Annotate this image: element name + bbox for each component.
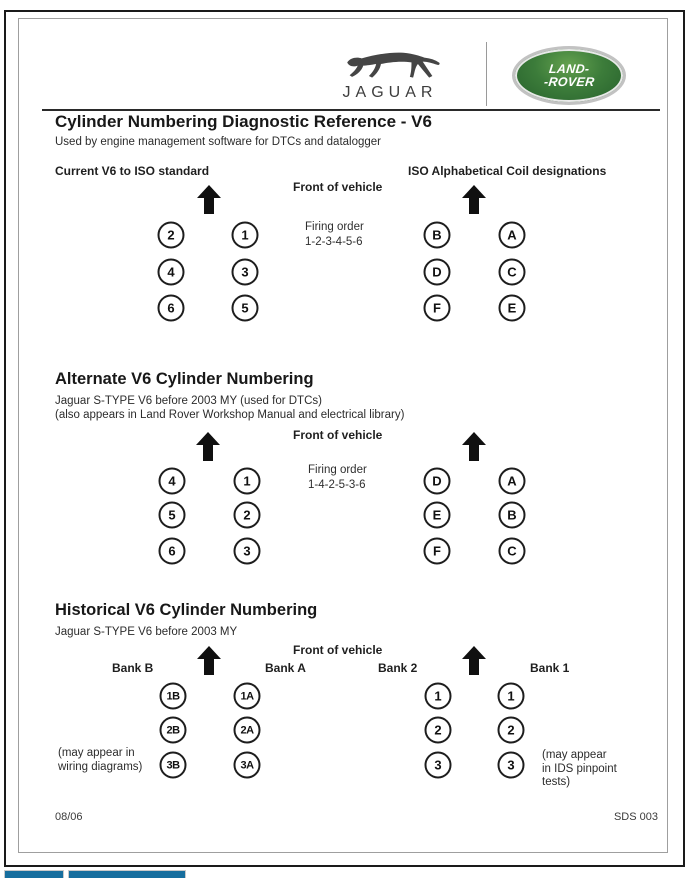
up-arrow-icon: [197, 646, 221, 675]
section3-subtext-1: Jaguar S-TYPE V6 before 2003 MY: [55, 626, 238, 638]
landrover-text-line1: LAND-: [548, 62, 590, 76]
coil-circle: D: [423, 258, 451, 286]
footer-date: 08/06: [55, 811, 83, 823]
section3-front-of-vehicle-label: Front of vehicle: [293, 643, 383, 657]
cylinder-circle: 2: [233, 501, 261, 529]
cylinder-circle: 2A: [233, 716, 261, 744]
section2-firing-order: Firing order 1-4-2-5-3-6: [308, 463, 367, 492]
coil-circle: F: [423, 537, 451, 565]
cylinder-circle: 1: [233, 467, 261, 495]
coil-circle: B: [423, 221, 451, 249]
coil-circle: B: [498, 501, 526, 529]
section2-subtext-1: Jaguar S-TYPE V6 before 2003 MY (used fo…: [55, 395, 322, 407]
cylinder-circle: 3A: [233, 751, 261, 779]
section1-left-label: Current V6 to ISO standard: [55, 164, 210, 178]
wiring-diagrams-note: (may appear in wiring diagrams): [58, 747, 142, 774]
up-arrow-icon: [197, 185, 221, 214]
coil-circle: D: [423, 467, 451, 495]
coil-circle: C: [498, 537, 526, 565]
cylinder-circle: 3: [231, 258, 259, 286]
footer-doc-code: SDS 003: [613, 811, 658, 823]
coil-circle: E: [498, 294, 526, 322]
cylinder-circle: 3: [424, 751, 452, 779]
ids-pinpoint-note: (may appear in IDS pinpoint tests): [542, 749, 617, 790]
section3-heading: Historical V6 Cylinder Numbering: [55, 601, 318, 619]
firing-order-value: 1-4-2-5-3-6: [308, 478, 366, 491]
cylinder-circle: 5: [158, 501, 186, 529]
bank-label: Bank B: [112, 661, 154, 675]
cylinder-circle: 2B: [159, 716, 187, 744]
cylinder-circle: 4: [158, 467, 186, 495]
page-inner-border: [18, 18, 668, 853]
logo-divider: [486, 42, 487, 106]
cylinder-circle: 3: [233, 537, 261, 565]
note-line: tests): [542, 776, 571, 788]
cylinder-circle: 1A: [233, 682, 261, 710]
header-divider-rule: [42, 109, 660, 111]
cylinder-circle: 2: [424, 716, 452, 744]
jaguar-wordmark: JAGUAR: [342, 84, 438, 101]
cylinder-circle: 4: [157, 258, 185, 286]
bottom-bar-button-1[interactable]: [4, 870, 64, 878]
bank-label: Bank 1: [530, 661, 570, 675]
cylinder-circle: 5: [231, 294, 259, 322]
coil-circle: C: [498, 258, 526, 286]
cylinder-circle: 1: [497, 682, 525, 710]
landrover-text-line2: -ROVER: [543, 74, 595, 89]
section2-subtext-2: (also appears in Land Rover Workshop Man…: [55, 409, 405, 421]
up-arrow-icon: [462, 185, 486, 214]
note-line: (may appear in: [58, 747, 135, 759]
bank-label: Bank 2: [378, 661, 418, 675]
cylinder-circle: 6: [158, 537, 186, 565]
coil-circle: A: [498, 467, 526, 495]
cylinder-circle: 6: [157, 294, 185, 322]
firing-order-label: Firing order: [305, 221, 364, 233]
firing-order-label: Firing order: [308, 464, 367, 476]
note-line: in IDS pinpoint: [542, 762, 617, 775]
landrover-oval-icon: LAND- -ROVER: [512, 46, 626, 105]
up-arrow-icon: [462, 432, 486, 461]
cylinder-circle: 1: [231, 221, 259, 249]
section1-firing-order: Firing order 1-2-3-4-5-6: [305, 220, 364, 249]
page-subtitle: Used by engine management software for D…: [55, 136, 382, 148]
up-arrow-icon: [462, 646, 486, 675]
firing-order-value: 1-2-3-4-5-6: [305, 235, 363, 248]
cylinder-circle: 3B: [159, 751, 187, 779]
coil-circle: F: [423, 294, 451, 322]
cylinder-circle: 2: [497, 716, 525, 744]
bottom-bar-button-2[interactable]: [68, 870, 186, 878]
cylinder-circle: 1B: [159, 682, 187, 710]
coil-circle: A: [498, 221, 526, 249]
page-outer-border: [4, 10, 685, 867]
section1-front-of-vehicle-label: Front of vehicle: [293, 180, 383, 194]
bank-label: Bank A: [265, 661, 306, 675]
jaguar-leaper-icon: [347, 52, 440, 78]
cylinder-circle: 2: [157, 221, 185, 249]
page-title: Cylinder Numbering Diagnostic Reference …: [55, 112, 432, 131]
cylinder-circle: 3: [497, 751, 525, 779]
section2-heading: Alternate V6 Cylinder Numbering: [55, 370, 314, 388]
up-arrow-icon: [196, 432, 220, 461]
note-line: (may appear: [542, 749, 607, 761]
note-line: wiring diagrams): [58, 760, 143, 773]
coil-circle: E: [423, 501, 451, 529]
section2-front-of-vehicle-label: Front of vehicle: [293, 428, 383, 442]
section1-right-label: ISO Alphabetical Coil designations: [408, 164, 607, 178]
cylinder-circle: 1: [424, 682, 452, 710]
